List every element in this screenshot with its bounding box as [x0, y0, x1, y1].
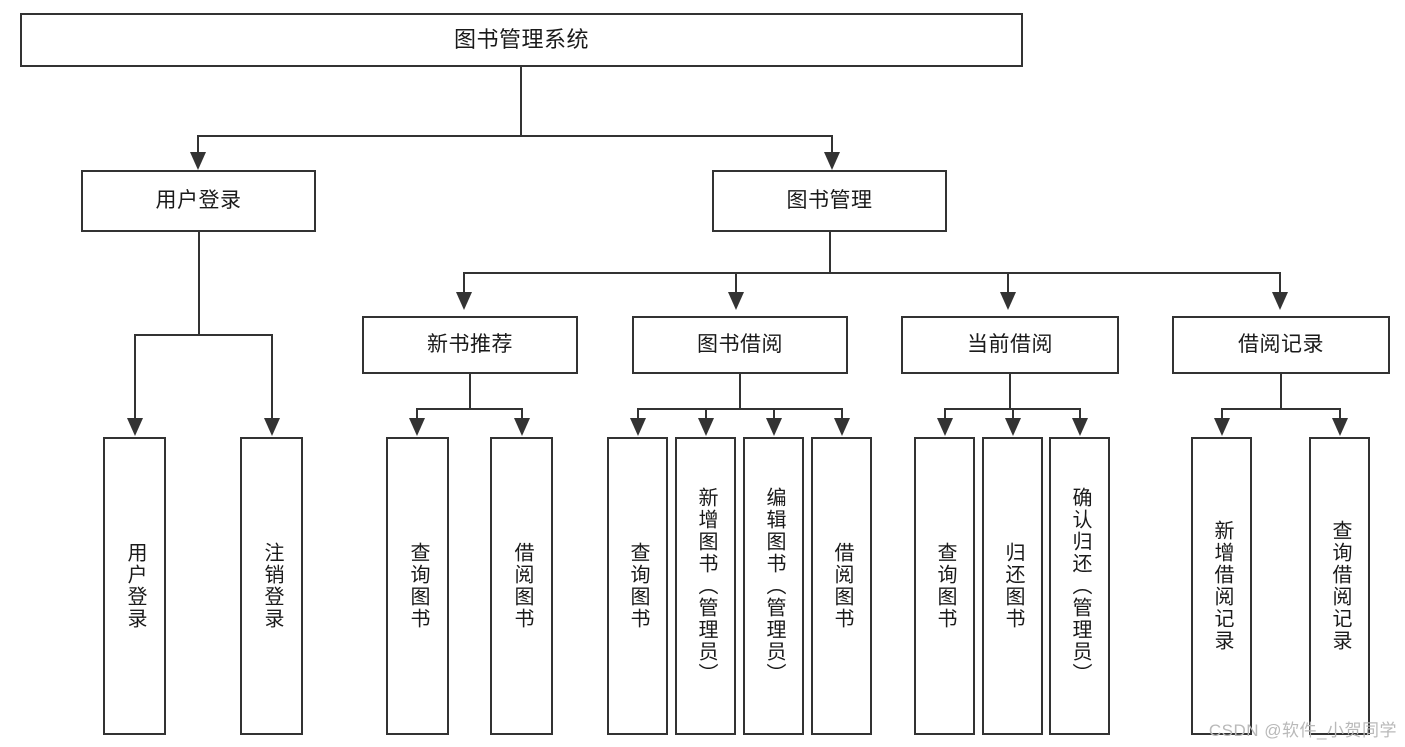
arrowhead-leaf-add-book	[698, 418, 714, 436]
arrowhead-to-book-borrow	[728, 292, 744, 310]
connector-bb-drop-3	[773, 408, 775, 420]
leaf-query-book-2-label: 查询图书	[627, 542, 649, 630]
node-current-borrow[interactable]: 当前借阅	[901, 316, 1119, 374]
arrowhead-leaf-query-book-2	[630, 418, 646, 436]
node-book-borrow[interactable]: 图书借阅	[632, 316, 848, 374]
leaf-user-login-label: 用户登录	[124, 542, 146, 630]
connector-br-bar	[1221, 408, 1340, 410]
leaf-logout-login-label: 注销登录	[261, 542, 283, 630]
leaf-confirm-return-label: 确认归还（管理员）	[1069, 487, 1091, 685]
connector-root-bar	[197, 135, 833, 137]
connector-cb-drop-3	[1079, 408, 1081, 420]
connector-to-borrow-record	[1279, 272, 1281, 294]
leaf-borrow-book-2-label: 借阅图书	[831, 542, 853, 630]
connector-bb-drop-4	[841, 408, 843, 420]
connector-cb-drop-2	[1012, 408, 1014, 420]
arrowhead-leaf-query-book-1	[409, 418, 425, 436]
leaf-query-book-3-label: 查询图书	[934, 542, 956, 630]
connector-br-stem	[1280, 374, 1282, 410]
connector-book-manage-bar	[463, 272, 1281, 274]
connector-user-login-drop-1	[134, 334, 136, 420]
arrowhead-leaf-add-record	[1214, 418, 1230, 436]
node-root[interactable]: 图书管理系统	[20, 13, 1023, 67]
arrowhead-leaf-confirm-return	[1072, 418, 1088, 436]
connector-bb-drop-1	[637, 408, 639, 420]
connector-cb-stem	[1009, 374, 1011, 410]
arrowhead-leaf-query-record	[1332, 418, 1348, 436]
connector-bb-bar	[637, 408, 843, 410]
connector-br-drop-2	[1339, 408, 1341, 420]
leaf-confirm-return[interactable]: 确认归还（管理员）	[1049, 437, 1110, 735]
leaf-add-record[interactable]: 新增借阅记录	[1191, 437, 1252, 735]
connector-user-login-stem	[198, 232, 200, 335]
node-borrow-record-label: 借阅记录	[1238, 333, 1324, 357]
leaf-logout-login[interactable]: 注销登录	[240, 437, 303, 735]
leaf-edit-book-label: 编辑图书（管理员）	[763, 487, 785, 685]
leaf-borrow-book-1-label: 借阅图书	[511, 542, 533, 630]
node-user-login-label: 用户登录	[155, 189, 242, 213]
leaf-query-book-2[interactable]: 查询图书	[607, 437, 668, 735]
connector-nbr-bar	[416, 408, 523, 410]
node-book-manage-label: 图书管理	[786, 189, 873, 213]
connector-cb-drop-1	[944, 408, 946, 420]
leaf-edit-book[interactable]: 编辑图书（管理员）	[743, 437, 804, 735]
node-user-login[interactable]: 用户登录	[81, 170, 316, 232]
connector-to-current-borrow	[1007, 272, 1009, 294]
leaf-borrow-book-2[interactable]: 借阅图书	[811, 437, 872, 735]
arrowhead-leaf-borrow-book-2	[834, 418, 850, 436]
leaf-add-book-label: 新增图书（管理员）	[695, 487, 717, 685]
connector-to-new-book-recommend	[463, 272, 465, 294]
arrowhead-leaf-borrow-book-1	[514, 418, 530, 436]
node-book-borrow-label: 图书借阅	[697, 333, 783, 357]
node-current-borrow-label: 当前借阅	[967, 333, 1053, 357]
node-borrow-record[interactable]: 借阅记录	[1172, 316, 1390, 374]
connector-root-stem	[520, 67, 522, 137]
arrowhead-leaf-user-login	[127, 418, 143, 436]
connector-user-login-drop-2	[271, 334, 273, 420]
leaf-add-record-label: 新增借阅记录	[1211, 520, 1233, 652]
arrowhead-to-new-book-recommend	[456, 292, 472, 310]
arrowhead-to-borrow-record	[1272, 292, 1288, 310]
arrowhead-to-book-manage	[824, 152, 840, 170]
leaf-return-book-label: 归还图书	[1002, 542, 1024, 630]
leaf-add-book[interactable]: 新增图书（管理员）	[675, 437, 736, 735]
connector-root-to-user-login	[197, 135, 199, 155]
connector-root-to-book-manage	[831, 135, 833, 155]
connector-book-manage-stem	[829, 232, 831, 274]
node-book-manage[interactable]: 图书管理	[712, 170, 947, 232]
csdn-watermark: CSDN @软件_小贺同学	[1208, 721, 1397, 740]
connector-nbr-drop-1	[416, 408, 418, 420]
leaf-query-book-1-label: 查询图书	[407, 542, 429, 630]
arrowhead-leaf-query-book-3	[937, 418, 953, 436]
leaf-query-book-1[interactable]: 查询图书	[386, 437, 449, 735]
node-new-book-recommend[interactable]: 新书推荐	[362, 316, 578, 374]
connector-user-login-bar	[134, 334, 273, 336]
connector-br-drop-1	[1221, 408, 1223, 420]
leaf-query-record[interactable]: 查询借阅记录	[1309, 437, 1370, 735]
leaf-query-book-3[interactable]: 查询图书	[914, 437, 975, 735]
leaf-borrow-book-1[interactable]: 借阅图书	[490, 437, 553, 735]
leaf-query-record-label: 查询借阅记录	[1329, 520, 1351, 652]
connector-nbr-drop-2	[521, 408, 523, 420]
arrowhead-leaf-return-book	[1005, 418, 1021, 436]
connector-nbr-stem	[469, 374, 471, 410]
arrowhead-leaf-logout-login	[264, 418, 280, 436]
arrowhead-leaf-edit-book	[766, 418, 782, 436]
connector-to-book-borrow	[735, 272, 737, 294]
leaf-return-book[interactable]: 归还图书	[982, 437, 1043, 735]
arrowhead-to-current-borrow	[1000, 292, 1016, 310]
node-new-book-recommend-label: 新书推荐	[427, 333, 513, 357]
connector-bb-stem	[739, 374, 741, 410]
arrowhead-to-user-login	[190, 152, 206, 170]
leaf-user-login[interactable]: 用户登录	[103, 437, 166, 735]
connector-bb-drop-2	[705, 408, 707, 420]
node-root-label: 图书管理系统	[453, 26, 589, 52]
